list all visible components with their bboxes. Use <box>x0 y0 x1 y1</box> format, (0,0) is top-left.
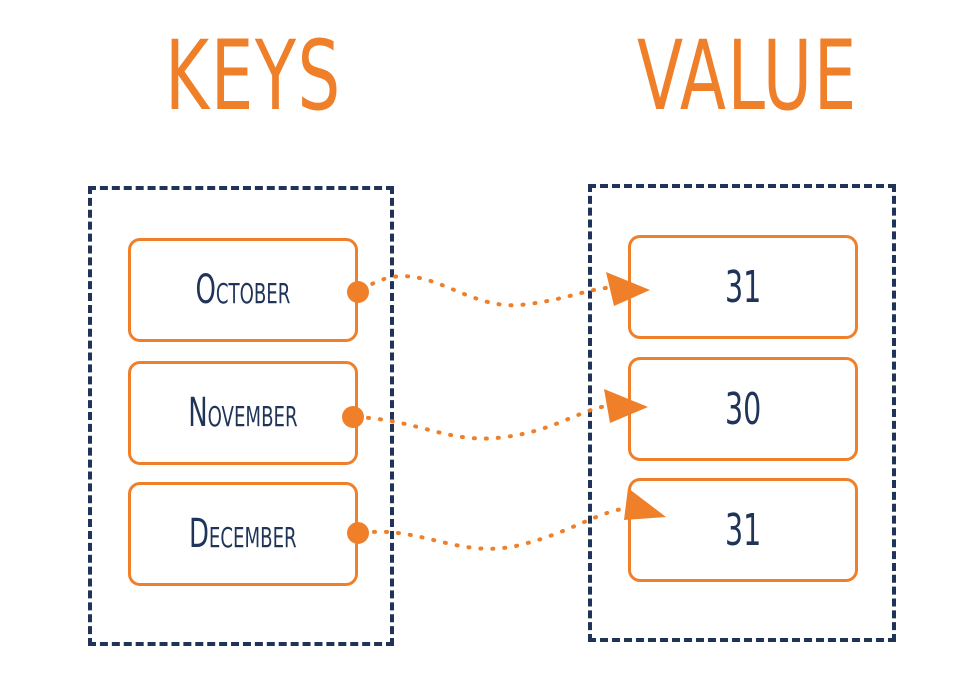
keys-heading: KEYS <box>165 20 342 132</box>
value-box-october: 31 <box>628 235 858 339</box>
key-label-december: December <box>189 511 297 557</box>
key-label-november: November <box>188 390 298 436</box>
value-label-october: 31 <box>724 261 762 313</box>
key-box-november: November <box>128 361 358 465</box>
key-label-october: October <box>195 267 291 313</box>
value-box-december: 31 <box>628 478 858 582</box>
key-box-december: December <box>128 482 358 586</box>
arrow-line-october <box>360 274 622 308</box>
value-heading: VALUE <box>637 20 858 132</box>
value-box-november: 30 <box>628 357 858 461</box>
value-label-december: 31 <box>724 504 762 556</box>
value-label-november: 30 <box>724 383 762 435</box>
arrow-line-november <box>354 403 620 441</box>
key-box-october: October <box>128 238 358 342</box>
